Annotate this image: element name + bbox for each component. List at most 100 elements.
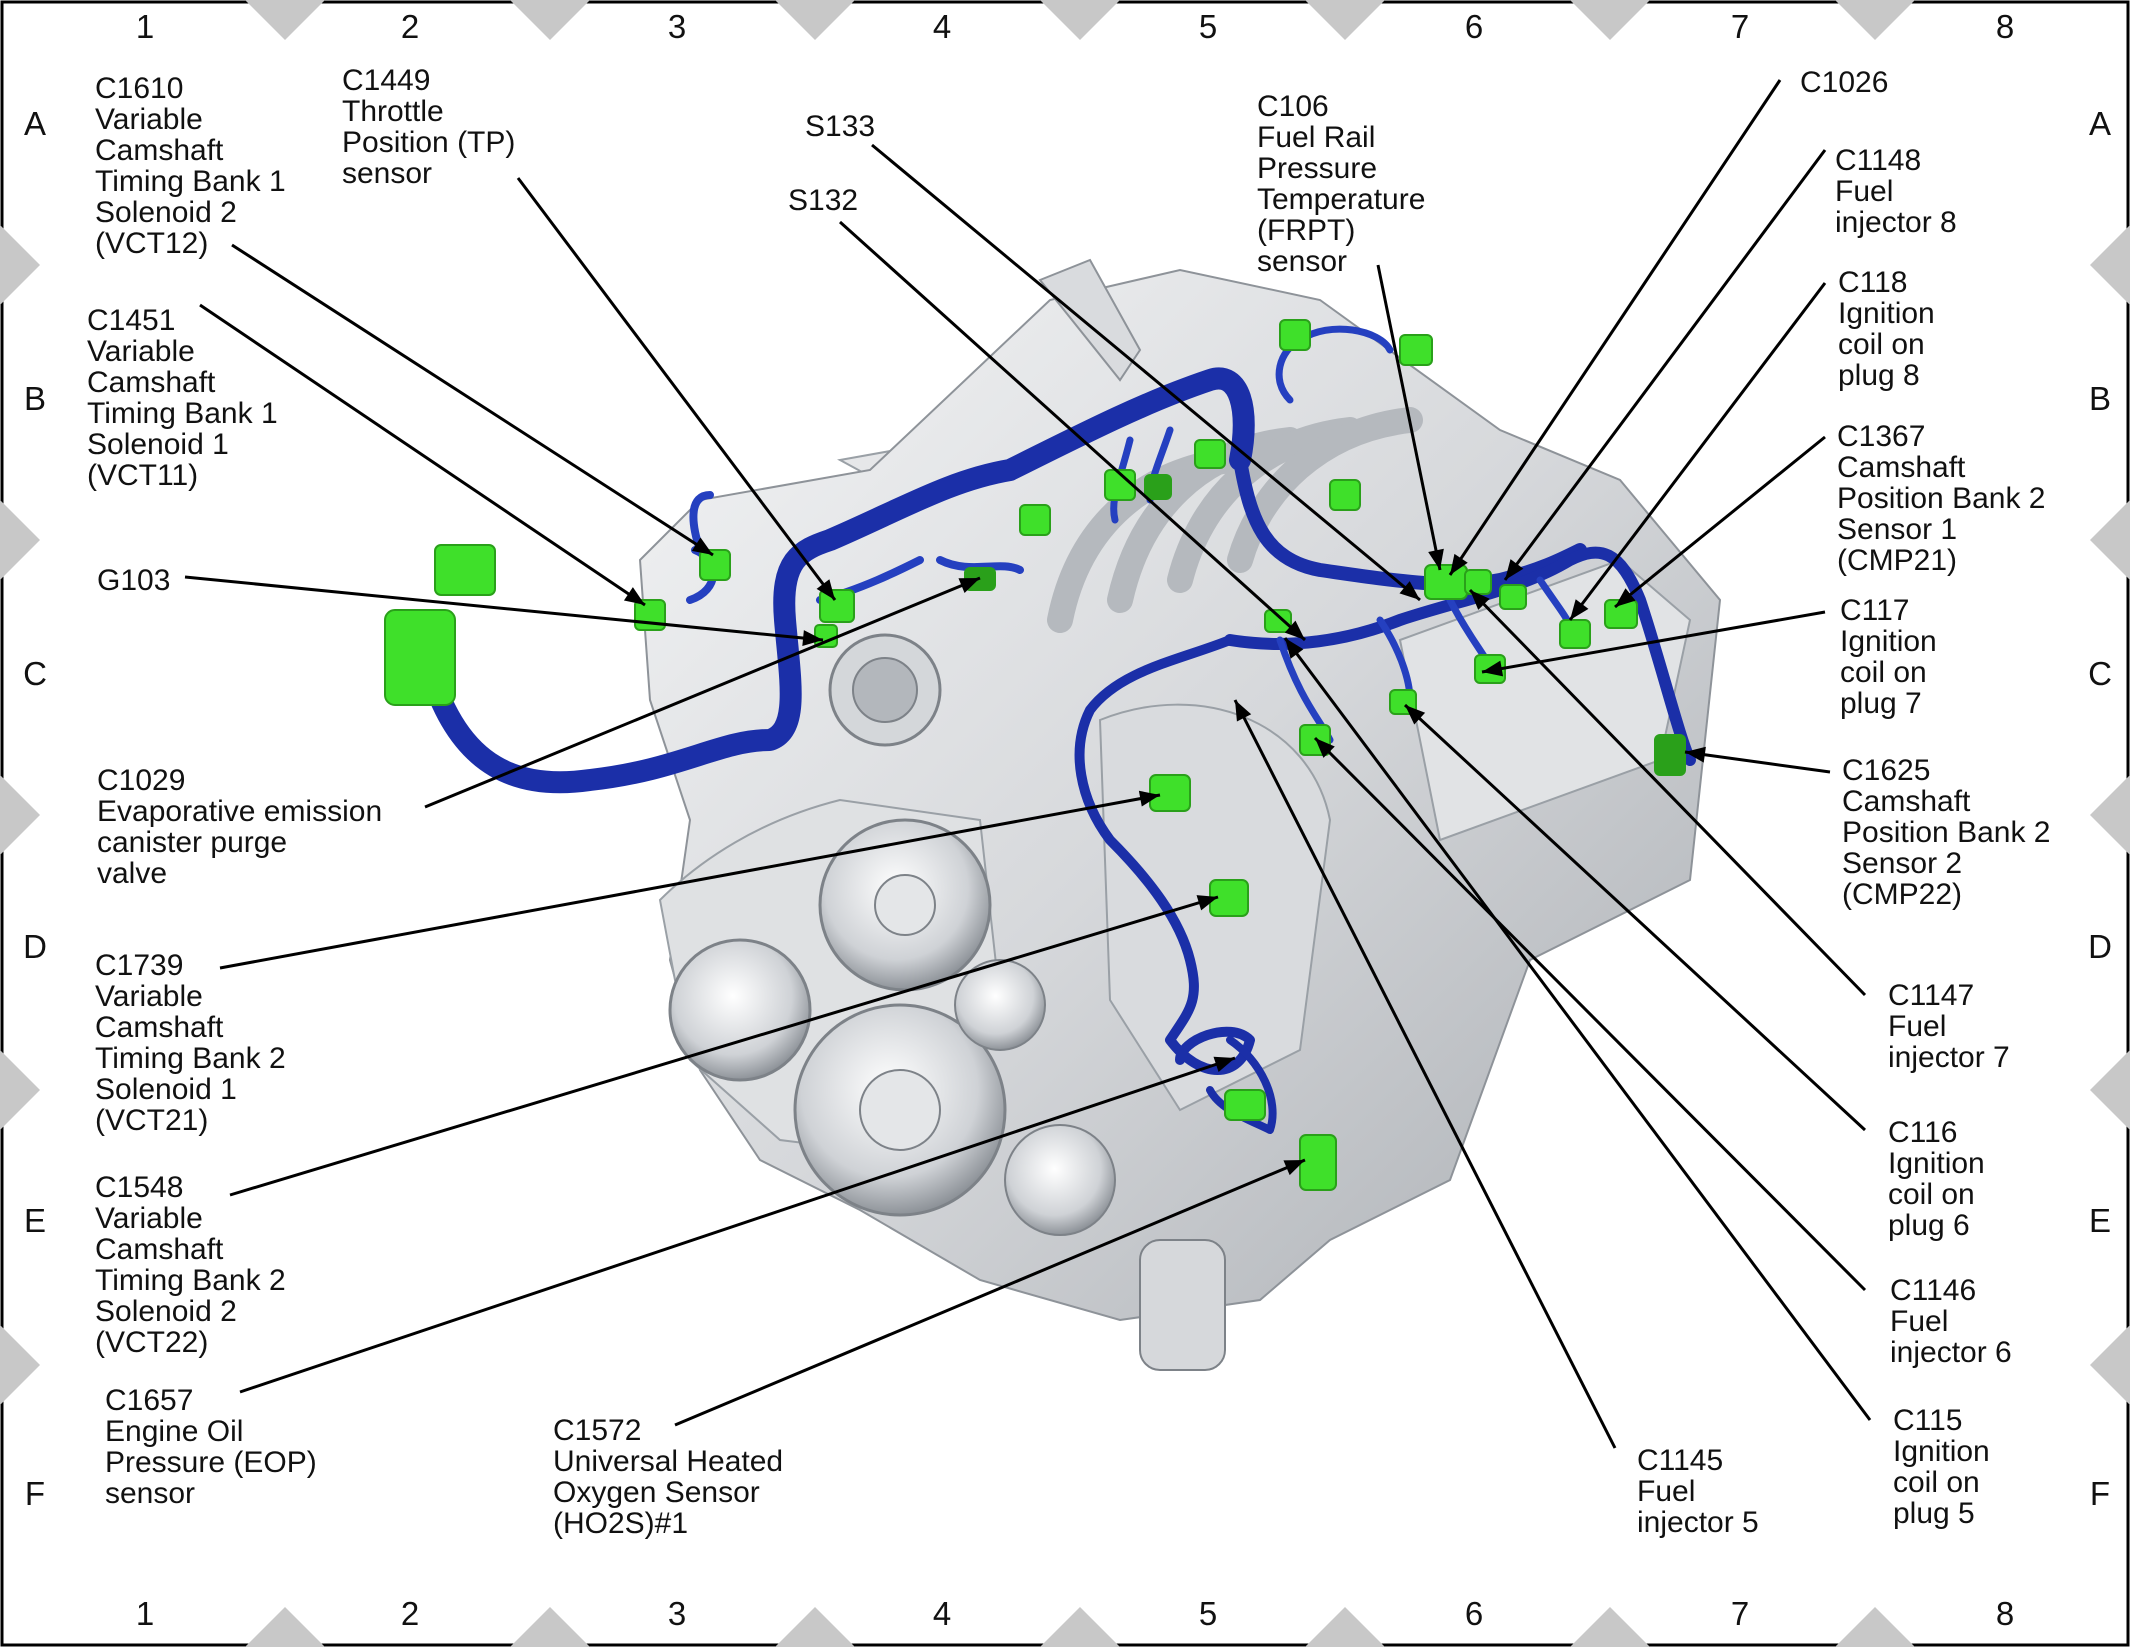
callout-label-line: Solenoid 2: [95, 196, 237, 229]
leader-arrow-c1572: [1283, 1160, 1305, 1176]
callout-label-line: valve: [97, 857, 167, 890]
callout-label-line: injector 6: [1890, 1336, 2012, 1369]
callout-label-line: (CMP22): [1842, 878, 1962, 911]
alternator: [1004, 1124, 1116, 1236]
callout-label-line: C1148: [1835, 144, 1921, 177]
callout-label-line: Variable: [95, 980, 203, 1013]
callout-label-line: (VCT22): [95, 1326, 208, 1359]
leader-line-c115: [1283, 637, 1872, 1421]
leader-arrow-c1449: [816, 579, 835, 600]
callout-label-line: Fuel: [1890, 1305, 1948, 1338]
valve-cover-bank-2: [1398, 558, 1692, 842]
callout-label-line: Camshaft: [95, 134, 224, 167]
connector-c1148: [1499, 584, 1527, 610]
ac-compressor-pulley: [668, 938, 812, 1082]
grid-row-left: F: [25, 1475, 45, 1512]
top-border-marker: [1040, 0, 1120, 40]
callout-label-line: coil on: [1888, 1178, 1975, 1211]
leader-line-c1145: [1233, 699, 1617, 1449]
callout-label-line: Solenoid 1: [87, 428, 229, 461]
top-border-marker: [510, 0, 590, 40]
leader-line-c1367: [1614, 435, 1826, 609]
grid-column-top: 6: [1465, 8, 1483, 45]
callout-label-line: Timing Bank 1: [95, 165, 286, 198]
connector-s132-area: [1264, 609, 1292, 633]
callout-label-line: Evaporative emission: [97, 795, 382, 828]
leader-line-c1146: [1313, 736, 1867, 1292]
callout-label-line: Ignition: [1838, 297, 1935, 330]
callout-label-line: sensor: [105, 1477, 195, 1510]
leader-line-c1449: [516, 177, 837, 601]
callout-label-line: Variable: [95, 103, 203, 136]
callout-label-line: sensor: [1257, 245, 1347, 278]
grid-row-right: C: [2088, 655, 2112, 692]
callout-label-line: C1548: [95, 1171, 183, 1204]
callout-label-line: injector 7: [1888, 1041, 2010, 1074]
connector-rear-2: [1279, 319, 1311, 351]
callout-label-line: Pressure: [1257, 152, 1377, 185]
leader-arrow-c1145: [1235, 700, 1252, 722]
callout-label-line: Position Bank 2: [1842, 816, 2050, 849]
connectors: [384, 319, 1686, 1191]
callout-label-line: Camshaft: [1842, 785, 1971, 818]
leader-arrow-s133: [1399, 581, 1420, 600]
callout-label-line: Fuel: [1888, 1010, 1946, 1043]
callout-label-line: C118: [1838, 266, 1908, 299]
right-border-marker: [2090, 775, 2130, 855]
callout-label-s132: S132: [788, 184, 858, 217]
grid-row-right: D: [2088, 928, 2112, 965]
callout-label-line: canister purge: [97, 826, 287, 859]
connector-c118: [1559, 619, 1591, 649]
leader-arrow-c1029: [958, 578, 980, 594]
grid-column-bottom: 5: [1199, 1595, 1217, 1632]
leader-arrow-c1657: [1213, 1056, 1235, 1072]
connector-vct-upper-2: [1104, 469, 1136, 501]
callout-label-line: sensor: [342, 157, 432, 190]
connector-rear-3: [1399, 334, 1433, 366]
leader-lines: [184, 79, 1872, 1449]
callout-label-g103: G103: [97, 564, 170, 597]
grid-row-right: F: [2090, 1475, 2110, 1512]
leader-line-c1148: [1503, 149, 1827, 581]
callout-label-line: Camshaft: [95, 1233, 224, 1266]
callout-label-line: S133: [805, 110, 875, 143]
leader-arrow-c1739: [1138, 790, 1160, 807]
callout-label-line: Position Bank 2: [1837, 482, 2045, 515]
leader-line-c1739: [219, 793, 1161, 970]
connector-c1610: [699, 549, 731, 581]
leader-arrow-c1367: [1615, 588, 1636, 607]
leader-arrow-c116: [1405, 705, 1426, 725]
callout-label-line: Solenoid 1: [95, 1073, 237, 1106]
connector-evap-purge-top: [434, 544, 496, 596]
connector-vct-upper-3: [1144, 474, 1172, 500]
callout-label-line: Timing Bank 2: [95, 1042, 286, 1075]
callout-label-line: Camshaft: [87, 366, 216, 399]
idler-pulley: [954, 959, 1046, 1051]
callout-label-line: coil on: [1893, 1466, 1980, 1499]
grid-column-bottom: 8: [1996, 1595, 2014, 1632]
callout-label-line: Position (TP): [342, 126, 515, 159]
leader-arrow-c1451: [623, 587, 645, 605]
grid-column-top: 5: [1199, 8, 1217, 45]
callout-label-line: (CMP21): [1837, 544, 1957, 577]
leader-line-c118: [1568, 282, 1827, 621]
leader-line-c106: [1376, 264, 1442, 571]
grid-column-top: 7: [1731, 8, 1749, 45]
leader-line-c1657: [239, 1056, 1236, 1394]
callout-label-line: Ignition: [1893, 1435, 1990, 1468]
callout-label-line: injector 5: [1637, 1506, 1759, 1539]
callout-label-line: plug 8: [1838, 359, 1920, 392]
leader-arrow-c117: [1482, 660, 1504, 677]
callout-label-line: (FRPT): [1257, 214, 1355, 247]
connector-c1572: [1299, 1134, 1337, 1191]
callout-label-line: Throttle: [342, 95, 444, 128]
callout-label-line: C117: [1840, 594, 1910, 627]
callout-label-line: (VCT21): [95, 1104, 208, 1137]
